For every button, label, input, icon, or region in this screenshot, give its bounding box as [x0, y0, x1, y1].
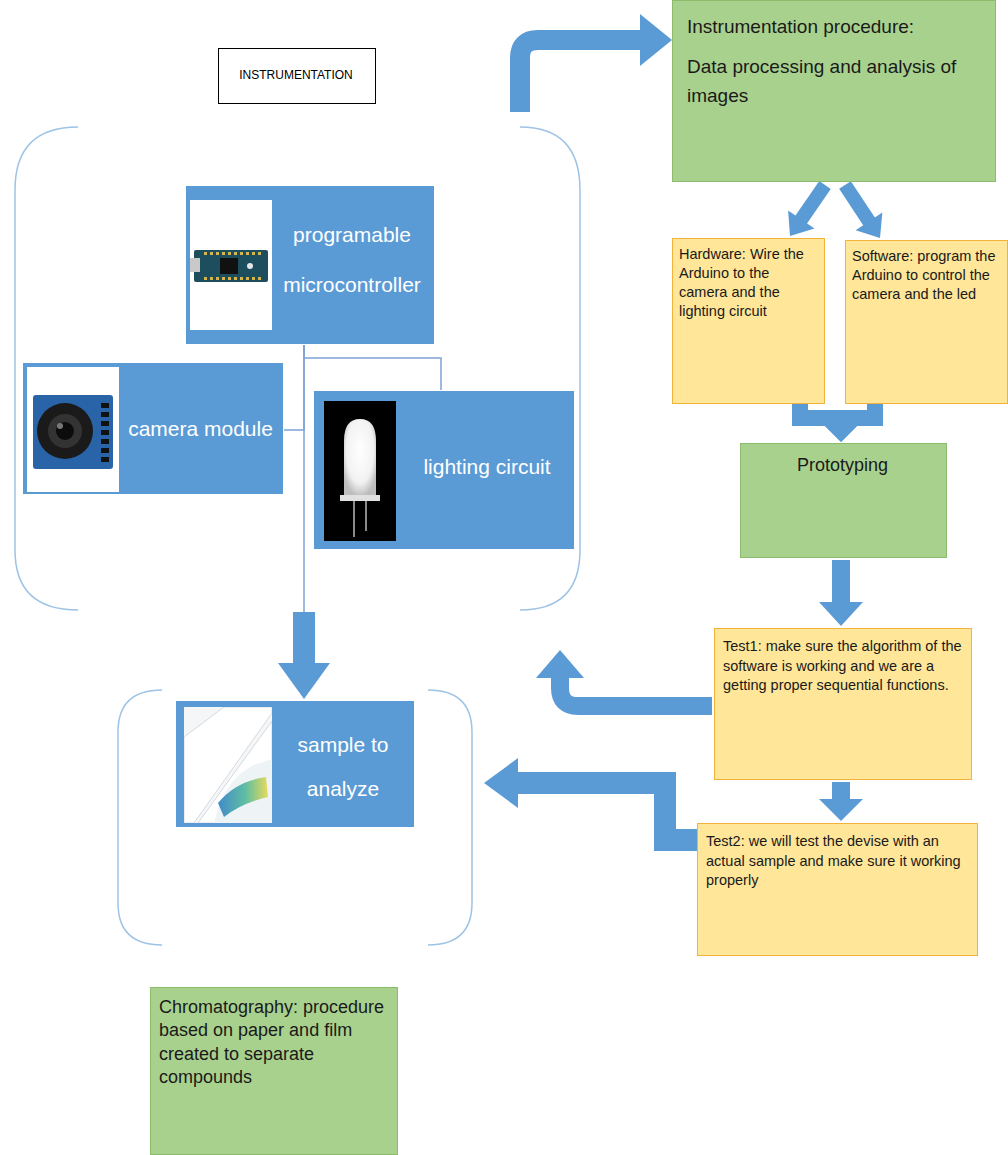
arrow-shaft	[293, 612, 315, 664]
curved-arrow	[520, 14, 672, 112]
process-box: Prototyping	[740, 443, 947, 558]
process-box: Chromatography: procedure based on paper…	[150, 987, 398, 1155]
box-label: programable microcontroller	[272, 210, 432, 311]
step-box: Test1: make sure the algorithm of the so…	[714, 628, 972, 780]
arrow-shaft	[845, 185, 870, 222]
wire-line	[284, 345, 304, 430]
box-label: lighting circuit	[402, 453, 572, 480]
arrow-shaft	[841, 404, 875, 423]
arrow-shaft	[832, 782, 850, 800]
left-bracket	[118, 690, 162, 945]
component-box: lighting circuit	[313, 390, 575, 550]
box-label: Hardware: Wire the Arduino to the camera…	[679, 245, 811, 320]
connector	[484, 758, 697, 840]
arrow-head	[536, 650, 584, 678]
component-box: programable microcontroller	[185, 185, 435, 345]
connector	[819, 782, 863, 821]
arrow-head	[819, 602, 863, 626]
box-label: Test1: make sure the algorithm of the so…	[723, 637, 963, 696]
box-label: Chromatography: procedure based on paper…	[159, 996, 391, 1090]
box-label: Test2: we will test the devise with an a…	[706, 832, 968, 891]
box-label: Prototyping	[741, 454, 944, 477]
arrow-head	[278, 663, 330, 699]
arrow-shaft	[801, 185, 825, 220]
arduino-picture	[190, 200, 272, 330]
led-picture	[324, 401, 396, 541]
group-bracket	[15, 127, 580, 945]
box-label: INSTRUMENTATION	[219, 68, 373, 82]
arrow-shaft	[520, 40, 642, 112]
connector	[284, 345, 304, 430]
component-box: camera module	[22, 362, 284, 495]
camera-picture	[27, 367, 119, 492]
box-label: Software: program the Arduino to control…	[852, 247, 997, 304]
arrow-shaft	[517, 783, 697, 840]
box-label: Instrumentation procedure:	[687, 15, 987, 40]
chromatography-paper-picture	[184, 707, 272, 823]
box-body: Data processing and analysis of images	[687, 53, 987, 110]
title-box: INSTRUMENTATION	[218, 48, 376, 104]
curved-arrow	[536, 650, 712, 706]
process-box: Instrumentation procedure: Data processin…	[672, 0, 996, 182]
right-bracket	[428, 690, 472, 945]
arrow-head	[640, 14, 672, 66]
box-label: camera module	[120, 415, 281, 442]
arrow-shaft	[560, 676, 712, 706]
connector	[821, 404, 875, 442]
step-box: Hardware: Wire the Arduino to the camera…	[672, 238, 825, 404]
wire-line	[303, 345, 305, 612]
connector	[819, 560, 863, 626]
step-box: Software: program the Arduino to control…	[845, 240, 1008, 404]
connector	[304, 345, 441, 390]
connector	[845, 185, 882, 238]
arrow-shaft	[832, 560, 850, 603]
arrow-head	[484, 758, 518, 808]
sample-box: sample to analyze	[175, 700, 415, 828]
wire-line	[304, 345, 441, 390]
connector	[788, 185, 825, 236]
arrow-head	[819, 799, 863, 821]
box-label: sample to analyze	[274, 723, 412, 811]
step-box: Test2: we will test the devise with an a…	[697, 823, 978, 956]
